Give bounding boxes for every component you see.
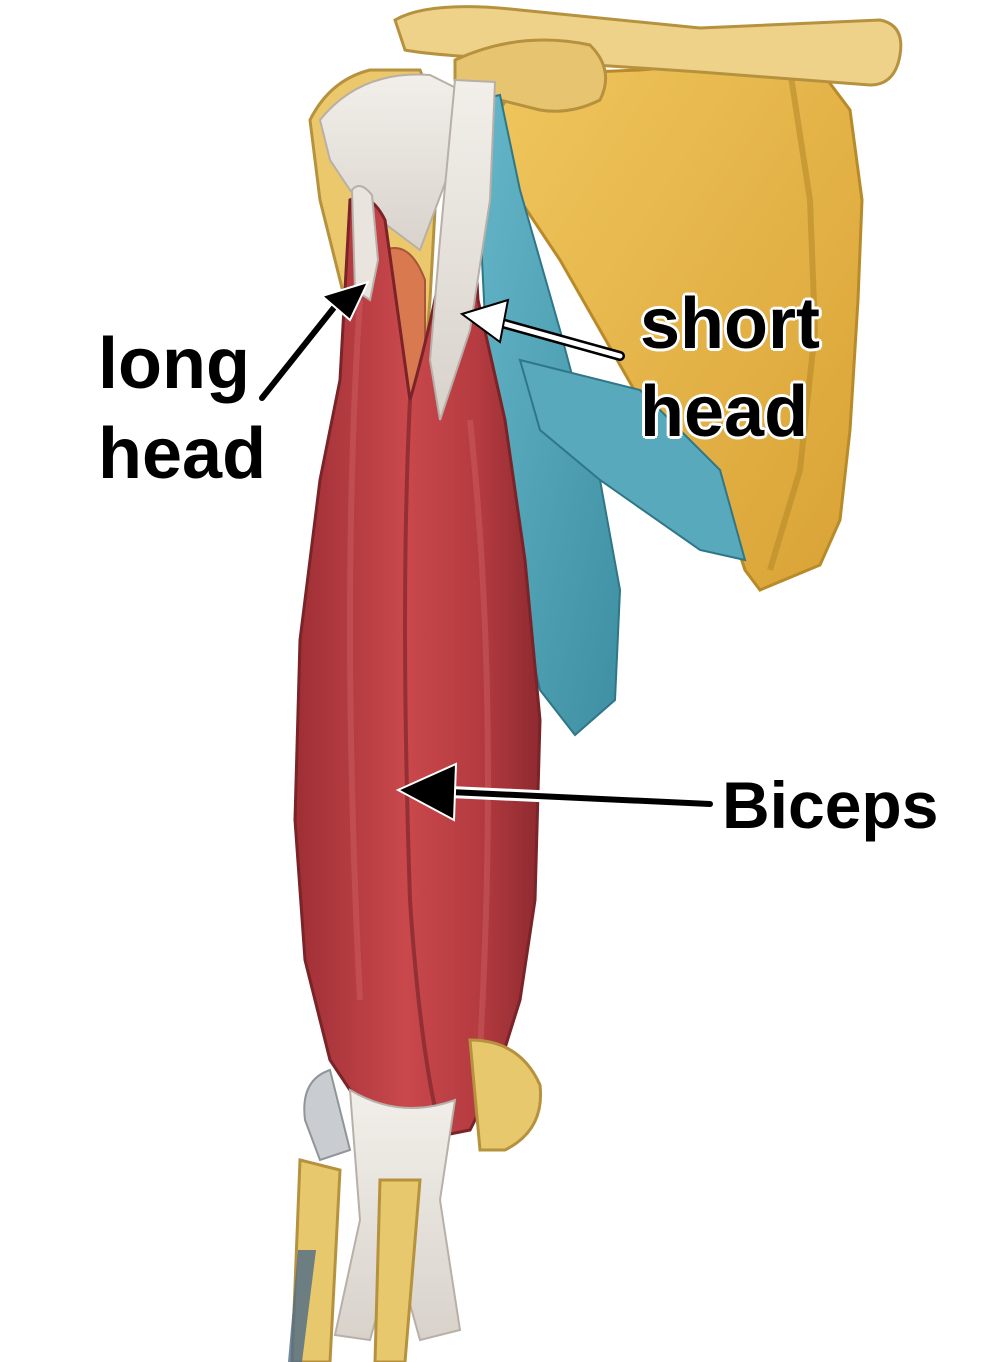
elbow-bones <box>288 1038 543 1362</box>
label-long-head-line-2: head <box>98 414 267 494</box>
clavicle <box>393 5 903 87</box>
label-short-head-line-2: head <box>640 372 809 452</box>
short-head-arrow <box>459 298 625 361</box>
label-long-head: long head <box>98 328 266 490</box>
label-short-head-line-1: short <box>640 284 820 364</box>
shoulder-capsule <box>318 73 462 252</box>
label-long-head-line-1: long <box>98 324 250 404</box>
long-head-arrow <box>256 280 370 404</box>
label-biceps: Biceps <box>722 768 939 842</box>
biceps-arrow <box>395 762 716 822</box>
label-short-head: short head <box>640 288 820 448</box>
short-head-tendon <box>428 78 497 421</box>
long-head-tendon <box>350 185 380 302</box>
